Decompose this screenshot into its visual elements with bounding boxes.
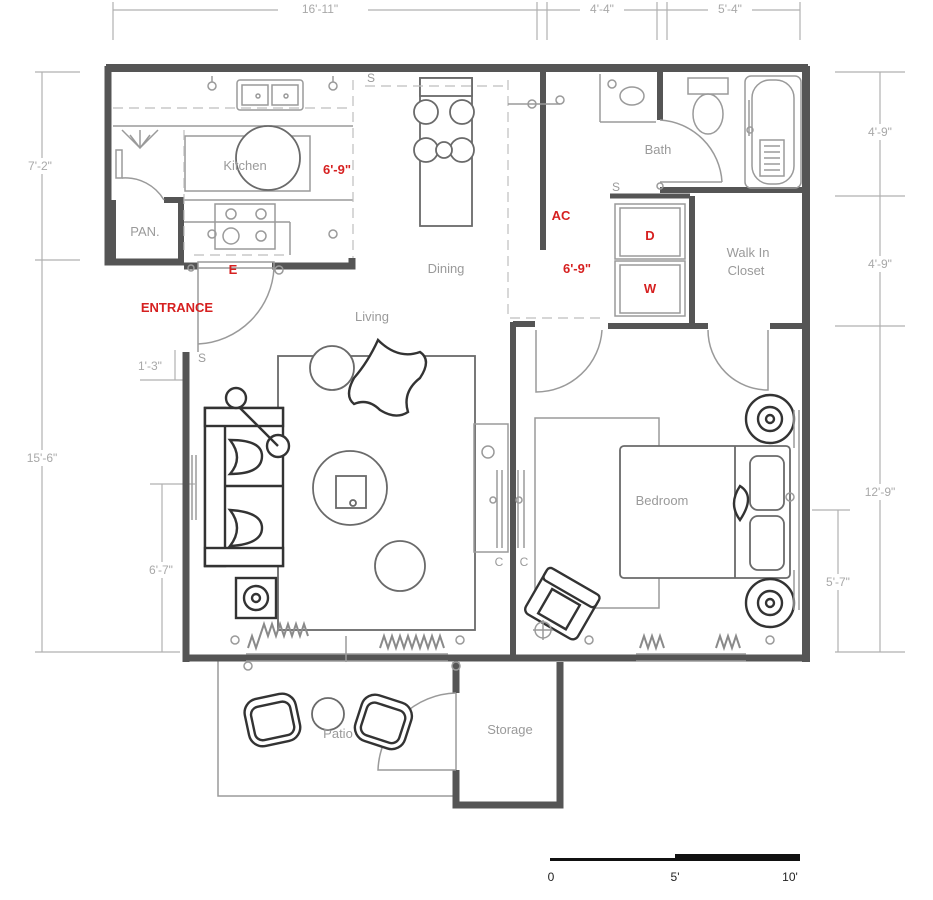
switch-bath: S xyxy=(612,180,620,194)
cable-living: C xyxy=(495,555,504,569)
label-closet-line1: Walk In xyxy=(727,245,770,260)
patio-furniture xyxy=(243,692,414,751)
label-storage: Storage xyxy=(487,722,533,737)
scale-label-10: 10' xyxy=(782,870,798,884)
dim-overall-width: 16'-11" xyxy=(302,2,338,16)
label-bedroom: Bedroom xyxy=(636,493,689,508)
dim-closet-depth: 4'-9" xyxy=(868,257,892,271)
interior-walls xyxy=(110,68,806,658)
switch-kitchen: S xyxy=(367,71,375,85)
label-bath: Bath xyxy=(645,142,672,157)
switch-entry: S xyxy=(198,351,206,365)
dim-bedroom-window: 5'-7" xyxy=(826,575,850,589)
bathroom xyxy=(599,74,802,190)
label-pantry: PAN. xyxy=(130,224,159,239)
entrance-marker: E xyxy=(229,262,238,277)
label-living: Living xyxy=(355,309,389,324)
scale-bar xyxy=(550,854,800,861)
dim-living-depth: 15'-6" xyxy=(27,451,58,465)
scale-label-0: 0 xyxy=(548,870,555,884)
dim-window-offset: 6'-7" xyxy=(149,563,173,577)
label-dining: Dining xyxy=(428,261,465,276)
kitchen xyxy=(113,76,354,258)
living-room-furniture xyxy=(191,337,523,671)
scale-label-5: 5' xyxy=(671,870,680,884)
cable-bedroom: C xyxy=(520,555,529,569)
closet-door xyxy=(707,329,769,391)
kitchen-ceiling-height: 6'-9" xyxy=(323,162,351,177)
label-closet-line2: Closet xyxy=(728,263,765,278)
washer-marker: W xyxy=(644,281,657,296)
dim-kitchen-depth: 7'-2" xyxy=(28,159,52,173)
bedroom-furniture xyxy=(517,393,800,662)
label-kitchen: Kitchen xyxy=(223,158,266,173)
dim-bedroom-depth: 12'-9" xyxy=(865,485,896,499)
dim-tub-width: 5'-4" xyxy=(718,2,742,16)
dim-door-offset: 1'-3" xyxy=(138,359,162,373)
dim-bath-depth: 4'-9" xyxy=(868,125,892,139)
entrance-label: ENTRANCE xyxy=(141,300,214,315)
hall-ceiling-height: 6'-9" xyxy=(563,261,591,276)
dryer-marker: D xyxy=(645,228,654,243)
label-patio: Patio xyxy=(323,726,353,741)
bedroom-door xyxy=(535,329,603,393)
exterior-walls xyxy=(104,64,810,662)
entrance-door xyxy=(187,261,284,352)
washer-dryer xyxy=(614,203,686,317)
dining-bar xyxy=(365,77,606,319)
dim-bath-width: 4'-4" xyxy=(590,2,614,16)
ac-marker: AC xyxy=(552,208,571,223)
